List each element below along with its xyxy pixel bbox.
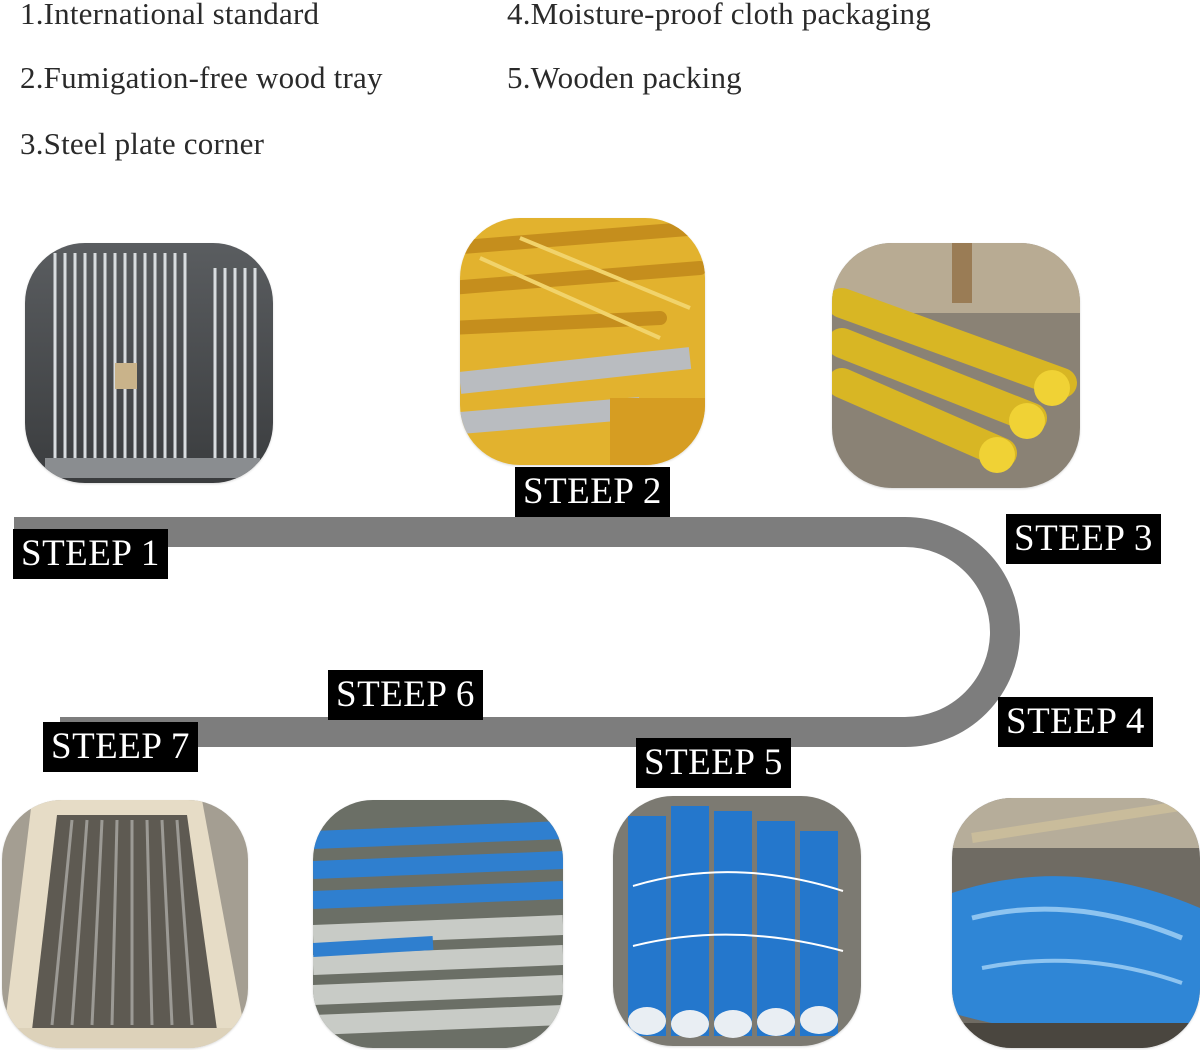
legend-item-4: 4.Moisture-proof cloth packaging <box>507 0 931 31</box>
steel-bars-bundle-photo <box>25 243 273 483</box>
step-label-5: STEEP 5 <box>636 738 791 788</box>
yellow-wrapped-bars-photo <box>460 218 705 465</box>
legend-item-1: 1.International standard <box>20 0 320 31</box>
step-label-1: STEEP 1 <box>13 529 168 579</box>
blue-strapped-bundles-photo <box>313 800 563 1048</box>
step-label-2: STEEP 2 <box>515 467 670 517</box>
legend-item-5: 5.Wooden packing <box>507 60 742 95</box>
step-label-3: STEEP 3 <box>1006 514 1161 564</box>
legend-item-2: 2.Fumigation-free wood tray <box>20 60 383 95</box>
step-label-4: STEEP 4 <box>998 697 1153 747</box>
wooden-box-photo <box>2 800 248 1048</box>
blue-wrapped-bundle-photo <box>952 798 1200 1048</box>
step-label-6: STEEP 6 <box>328 670 483 720</box>
yellow-cloth-bundles-photo <box>832 243 1080 488</box>
legend-item-3: 3.Steel plate corner <box>20 126 265 161</box>
step-label-7: STEEP 7 <box>43 722 198 772</box>
blue-wrapped-bars-photo <box>613 796 861 1046</box>
